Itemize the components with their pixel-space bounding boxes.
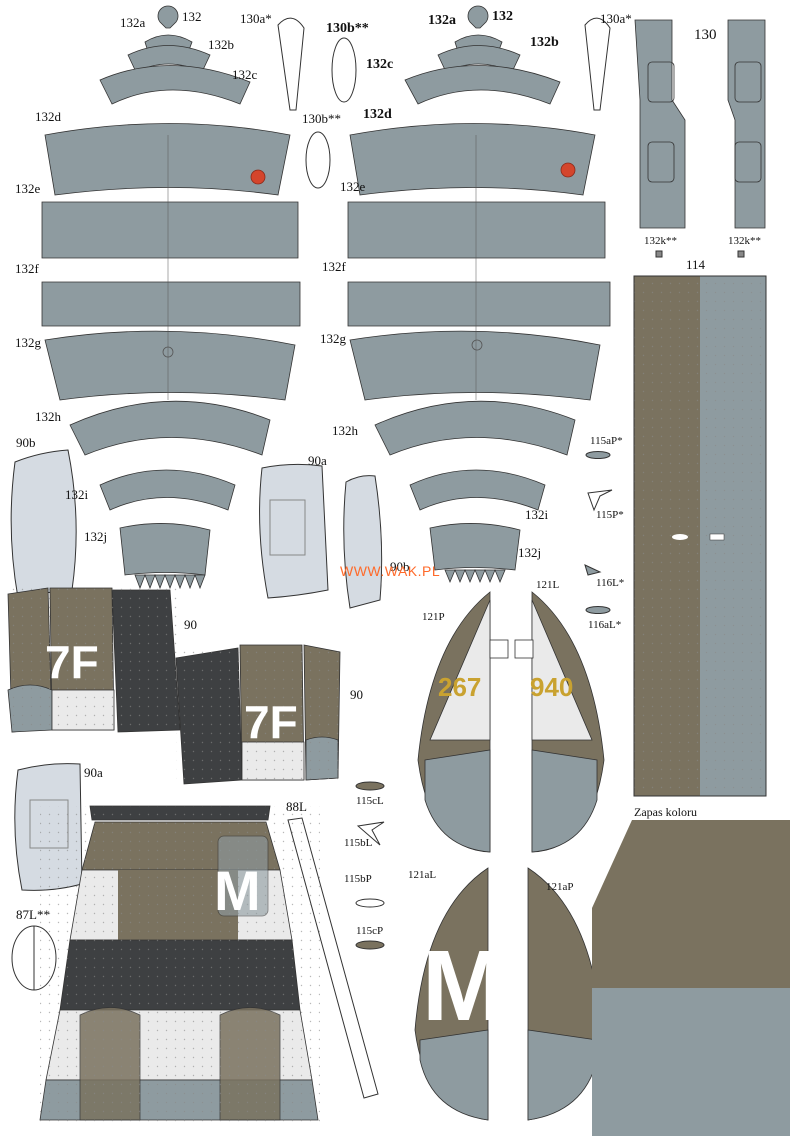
ring-set-right bbox=[347, 5, 611, 584]
label-116L: 116L* bbox=[596, 577, 625, 589]
label-90a-top: 90a bbox=[308, 453, 327, 468]
label-121L: 121L bbox=[536, 579, 560, 591]
label-132j-left: 132j bbox=[84, 529, 108, 544]
red-marker bbox=[250, 169, 266, 185]
part-132h-left bbox=[69, 400, 271, 456]
part-121L bbox=[514, 591, 605, 853]
part-132j-left bbox=[119, 523, 211, 576]
label-115cP: 115cP bbox=[356, 925, 384, 937]
part-130a-right bbox=[584, 17, 611, 111]
watermark: WWW.WAK.PL bbox=[340, 563, 441, 579]
label-115cL: 115cL bbox=[356, 795, 384, 807]
label-132k-1: 132k** bbox=[644, 235, 677, 247]
label-130: 130 bbox=[694, 27, 717, 43]
part-115cP bbox=[355, 940, 385, 950]
label-132h-left: 132h bbox=[35, 409, 61, 424]
label-132e-left: 132e bbox=[15, 181, 41, 196]
part-132e-left bbox=[41, 201, 299, 259]
label-130a-right: 130a* bbox=[600, 11, 632, 26]
label-121aP: 121aP bbox=[546, 881, 574, 893]
part-116L bbox=[584, 564, 602, 576]
part-132-left bbox=[157, 5, 179, 29]
part-132g-left bbox=[44, 330, 296, 401]
label-132i-right: 132i bbox=[525, 507, 549, 522]
label-130b-left: 130b** bbox=[326, 21, 369, 36]
label-130a-left: 130a* bbox=[240, 11, 272, 26]
part-132k-2 bbox=[737, 250, 745, 258]
part-116aL bbox=[585, 606, 611, 614]
label-132f-left: 132f bbox=[15, 261, 39, 276]
label-132b-right: 132b bbox=[530, 35, 559, 50]
part-130b-left-2 bbox=[305, 131, 331, 189]
part-132k-1 bbox=[655, 250, 663, 258]
label-132c-right: 132c bbox=[366, 57, 394, 72]
label-90b-left: 90b bbox=[16, 435, 36, 450]
label-116aL: 116aL* bbox=[588, 619, 622, 631]
code-marking-left: 7F bbox=[45, 636, 99, 688]
label-90-mid: 90 bbox=[350, 687, 363, 702]
label-121aL: 121aL bbox=[408, 869, 437, 881]
label-88L: 88L bbox=[286, 799, 307, 814]
label-90-left: 90 bbox=[184, 617, 197, 632]
label-115bL: 115bL bbox=[344, 837, 373, 849]
part-121aP bbox=[527, 867, 603, 1121]
label-132b-left: 132b bbox=[208, 37, 234, 52]
label-132g-right: 132g bbox=[320, 331, 346, 346]
label-132j-right: 132j bbox=[518, 545, 542, 560]
label-115aP: 115aP* bbox=[590, 435, 623, 447]
part-114 bbox=[633, 275, 767, 797]
part-90-mid bbox=[175, 644, 341, 785]
fuselage-letter: M bbox=[214, 859, 261, 922]
part-130b-left bbox=[331, 37, 357, 103]
part-115bL bbox=[356, 821, 385, 846]
part-115cL bbox=[355, 781, 385, 791]
label-115P: 115P* bbox=[596, 509, 624, 521]
label-132h-right: 132h bbox=[332, 423, 358, 438]
color-reserve bbox=[592, 820, 790, 1136]
fuselage-panel bbox=[39, 805, 320, 1122]
label-90a-lower: 90a bbox=[84, 765, 103, 780]
part-115bP bbox=[355, 898, 385, 908]
label-132-left: 132 bbox=[182, 9, 202, 24]
part-130 bbox=[634, 19, 766, 229]
code-marking-mid: 7F bbox=[244, 696, 298, 748]
label-132a-right: 132a bbox=[428, 13, 456, 28]
label-132i-left: 132i bbox=[65, 487, 89, 502]
color-reserve-label: Zapas koloru bbox=[634, 805, 697, 819]
label-114: 114 bbox=[686, 257, 706, 272]
part-121P bbox=[417, 591, 509, 853]
part-115P bbox=[587, 489, 613, 512]
label-132d-left: 132d bbox=[35, 109, 61, 124]
label-132d-right: 132d bbox=[363, 107, 392, 122]
part-90a-top bbox=[259, 463, 329, 599]
label-132a-left: 132a bbox=[120, 15, 146, 30]
part-90b-left bbox=[10, 449, 77, 599]
part-115aP bbox=[585, 451, 611, 459]
ring-set-left bbox=[41, 5, 301, 590]
part-121aL bbox=[414, 867, 489, 1121]
part-132i-left bbox=[99, 469, 236, 511]
part-132d-left bbox=[44, 123, 291, 196]
label-115bP: 115bP bbox=[344, 873, 372, 885]
label-90b-mid: 90b bbox=[390, 559, 410, 574]
label-132f-right: 132f bbox=[322, 259, 346, 274]
part-130a-left bbox=[277, 17, 305, 111]
label-130b-left-2: 130b** bbox=[302, 111, 341, 126]
part-132c-left bbox=[99, 65, 251, 105]
label-121P: 121P bbox=[422, 611, 445, 623]
serial-left: 267 bbox=[438, 672, 481, 702]
label-132g-left: 132g bbox=[15, 335, 41, 350]
label-132-right: 132 bbox=[492, 9, 513, 24]
part-90b-mid bbox=[343, 475, 383, 609]
part-90-left bbox=[7, 587, 181, 733]
label-132k-2: 132k** bbox=[728, 235, 761, 247]
label-132c-left: 132c bbox=[232, 67, 258, 82]
tail-letter-left: M bbox=[422, 930, 505, 1042]
part-132f-left bbox=[41, 281, 301, 327]
label-87L: 87L** bbox=[16, 907, 50, 922]
label-132e-right: 132e bbox=[340, 179, 366, 194]
serial-right: 940 bbox=[530, 672, 573, 702]
